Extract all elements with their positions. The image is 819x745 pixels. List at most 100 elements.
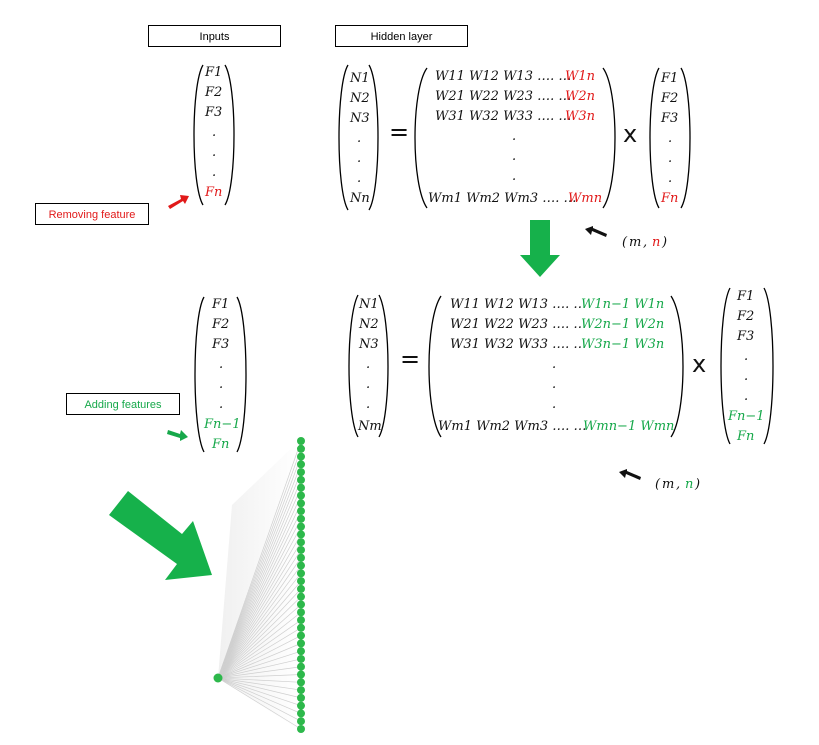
bottom-weight-dot-2: . [552, 377, 556, 392]
bottom-weight-row-3-last: W3n−1 W3n [581, 337, 664, 352]
bottom-right-input-3: F3 [736, 329, 754, 344]
top-right-input-2: F2 [660, 91, 678, 106]
output-node [297, 530, 305, 539]
top-neuron-2: N2 [349, 91, 370, 106]
bottom-right-input-added-1: Fn−1 [727, 409, 765, 424]
network-edge [217, 627, 302, 679]
output-node [297, 437, 305, 445]
top-input-dot-3: . [212, 165, 216, 180]
bottom-right-input-vector: F1 F2 F3 . . . Fn−1 Fn [720, 287, 774, 445]
bottom-input-2: F2 [211, 317, 229, 332]
bottom-input-dot-3: . [219, 397, 223, 412]
output-node [297, 631, 305, 640]
top-neuron-dot-1: . [357, 131, 361, 146]
network-edge [217, 440, 302, 679]
top-equals: = [389, 118, 409, 146]
output-node [297, 444, 305, 453]
svg-text:m: m [662, 477, 674, 492]
svg-text:(: ( [622, 235, 628, 250]
top-right-input-removed: Fn [660, 191, 678, 206]
network-edge [217, 495, 302, 679]
output-node [297, 725, 305, 733]
output-node [297, 514, 305, 523]
network-edge [217, 658, 302, 679]
output-node [297, 460, 305, 469]
bottom-right-input-2: F2 [736, 309, 754, 324]
network-edge [217, 549, 302, 679]
output-node [297, 678, 305, 687]
output-node [297, 592, 305, 601]
output-node [297, 522, 305, 531]
inputs-label: Inputs [148, 25, 281, 47]
network-edge [217, 510, 302, 679]
output-node [297, 686, 305, 695]
network-fan-shade [218, 440, 300, 730]
top-neuron-n: Nn [349, 191, 370, 206]
network-edge [217, 464, 302, 679]
network-edge [217, 619, 302, 679]
network-edge [217, 588, 302, 679]
svg-text:n: n [652, 235, 660, 250]
svg-text:): ) [694, 477, 700, 492]
output-node [297, 491, 305, 500]
top-right-input-dot-2: . [668, 151, 672, 166]
output-node [297, 600, 305, 609]
output-node [297, 608, 305, 617]
network-edge [217, 666, 302, 679]
top-weight-row-2-last: W2n [565, 89, 595, 104]
top-weight-row-1: W11 W12 W13 …. … [435, 69, 571, 84]
bottom-neuron-dot-1: . [366, 357, 370, 372]
top-weight-dot-3: . [512, 169, 516, 184]
top-right-input-dot-1: . [668, 131, 672, 146]
network-edges [217, 440, 302, 730]
hidden-layer-label: Hidden layer [335, 25, 468, 47]
bottom-input-dot-2: . [219, 377, 223, 392]
top-right-input-vector: F1 F2 F3 . . . Fn [649, 67, 691, 209]
bottom-right-input-dot-2: . [744, 369, 748, 384]
output-node [297, 483, 305, 492]
network-edge [217, 677, 302, 730]
network-edge [217, 456, 302, 679]
svg-text:n: n [685, 477, 693, 492]
bottom-input-1: F1 [211, 297, 229, 312]
top-weight-dot-2: . [512, 149, 516, 164]
svg-text:,: , [676, 477, 680, 492]
top-weight-row-3: W31 W32 W33 …. … [435, 109, 571, 124]
svg-text:(: ( [655, 477, 661, 492]
output-node [297, 670, 305, 679]
top-weight-row-3-last: W3n [565, 109, 595, 124]
bottom-weight-dot-1: . [552, 357, 556, 372]
bottom-right-input-dot-3: . [744, 389, 748, 404]
red-arrow-icon [168, 195, 189, 209]
top-neuron-dot-2: . [357, 151, 361, 166]
network-edge [217, 635, 302, 679]
bottom-weight-matrix: W11 W12 W13 …. … W1n−1 W1n W21 W22 W23 …… [428, 295, 684, 438]
top-weight-matrix: W11 W12 W13 …. … W1n W21 W22 W23 …. … W2… [414, 67, 616, 209]
top-weight-row-2: W21 W22 W23 …. … [435, 89, 571, 104]
output-node [297, 662, 305, 671]
bottom-input-vector: F1 F2 F3 . . . Fn−1 Fn [194, 296, 247, 453]
network-edge [217, 677, 302, 699]
output-node [297, 639, 305, 648]
top-times: x [623, 120, 637, 148]
bottom-neuron-2: N2 [358, 317, 379, 332]
bottom-times: x [692, 350, 706, 378]
network-edge [217, 611, 302, 679]
network-edge [217, 526, 302, 679]
top-neuron-3: N3 [349, 111, 370, 126]
bottom-weight-row-2: W21 W22 W23 …. … [450, 317, 586, 332]
black-arrow-icon [585, 226, 607, 237]
top-right-input-1: F1 [660, 71, 678, 86]
network-edge [217, 565, 302, 679]
output-node [297, 569, 305, 578]
top-input-removed: Fn [204, 185, 222, 200]
network-edge [217, 677, 302, 691]
bottom-equals: = [400, 345, 420, 373]
top-input-1: F1 [204, 65, 222, 80]
bottom-input-added-2: Fn [211, 437, 229, 452]
svg-text:,: , [643, 235, 647, 250]
output-node [297, 545, 305, 554]
output-node [297, 647, 305, 656]
bottom-neuron-1: N1 [358, 297, 379, 312]
